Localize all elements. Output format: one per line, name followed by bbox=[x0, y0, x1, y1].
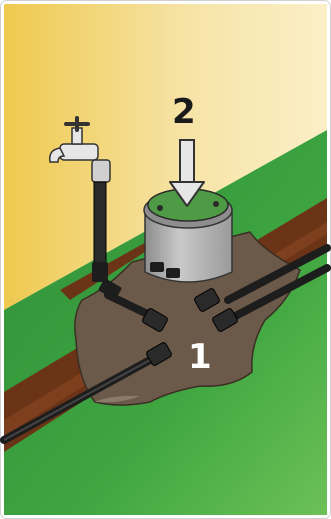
lid-bolt-right bbox=[213, 201, 219, 207]
box-port-2 bbox=[166, 268, 180, 278]
step-number-2: 2 bbox=[172, 95, 196, 129]
riser-pipe bbox=[94, 182, 106, 272]
box-port-1 bbox=[150, 262, 164, 272]
faucet-connector bbox=[92, 160, 110, 182]
arrow-shaft bbox=[180, 140, 194, 184]
step-number-1: 1 bbox=[188, 340, 212, 374]
faucet-spout bbox=[60, 144, 98, 160]
lid-bolt-left bbox=[157, 205, 163, 211]
